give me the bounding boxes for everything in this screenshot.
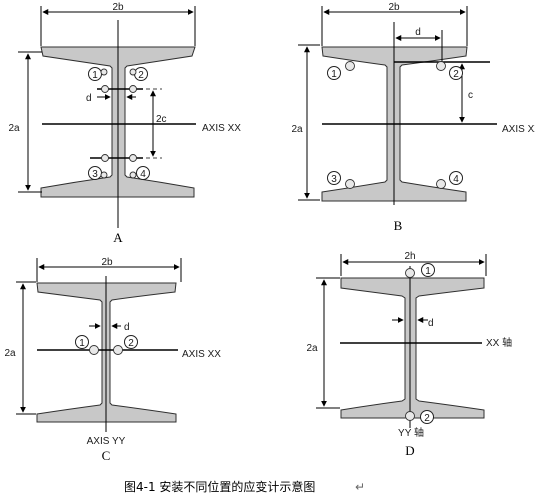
offset-label-a: 2c xyxy=(156,114,167,125)
offset-label-b: c xyxy=(468,90,473,101)
thickness-label-c: d xyxy=(124,322,130,333)
width-label-d: 2h xyxy=(404,251,415,262)
panel-a: 2b 2a AXIS XX 2c d 1 2 3 4 A xyxy=(8,2,241,245)
panel-c: 2b 2a AXIS XX d 1 2 AXIS YY C xyxy=(4,257,221,463)
axis-yy-label-d: YY 轴 xyxy=(398,426,424,439)
gauge-1-b: 1 xyxy=(331,69,337,80)
gauge-1-a: 1 xyxy=(92,70,98,81)
panel-label-c: C xyxy=(102,448,111,463)
height-label-d: 2a xyxy=(306,343,318,354)
figure-caption: 图4-1 安装不同位置的应变计示意图 xyxy=(124,479,315,494)
gauge-2-d: 2 xyxy=(424,413,430,424)
width-label-a: 2b xyxy=(112,2,124,13)
panel-label-a: A xyxy=(113,230,123,245)
axis-xx-label-c: AXIS XX xyxy=(182,349,221,360)
axis-yy-label-c: AXIS YY xyxy=(87,436,126,447)
gauge-4-b: 4 xyxy=(453,174,459,185)
thickness-label-d: d xyxy=(428,318,434,329)
thickness-label-b: d xyxy=(415,27,421,38)
caption-mark: ↵ xyxy=(355,480,365,494)
gauge-4-a: 4 xyxy=(140,169,146,180)
gauge-2-b: 2 xyxy=(453,69,459,80)
panel-label-d: D xyxy=(405,443,414,458)
i-beam-d xyxy=(340,277,485,419)
axis-xx-label-b: AXIS XX xyxy=(502,124,535,135)
gauge-2-c: 2 xyxy=(128,338,134,349)
gauge-3-a: 3 xyxy=(92,169,98,180)
gauge-1-c: 1 xyxy=(79,338,85,349)
axis-xx-label-d: XX 轴 xyxy=(486,336,512,349)
gauge-2-a: 2 xyxy=(138,70,144,81)
width-label-c: 2b xyxy=(101,257,113,268)
gauge-1-d: 1 xyxy=(425,266,431,277)
panel-d: 2h 2a XX 轴 d 1 2 YY 轴 D xyxy=(306,251,512,458)
height-label-c: 2a xyxy=(4,348,16,359)
height-label-b: 2a xyxy=(291,124,303,135)
axis-xx-label-a: AXIS XX xyxy=(202,123,241,134)
height-label-a: 2a xyxy=(8,123,20,134)
width-label-b: 2b xyxy=(388,2,400,13)
gauge-3-b: 3 xyxy=(331,174,337,185)
panel-label-b: B xyxy=(394,218,403,233)
thickness-label-a: d xyxy=(86,93,92,104)
panel-b: 2b 2a AXIS XX d c 1 2 3 4 B xyxy=(291,2,535,233)
